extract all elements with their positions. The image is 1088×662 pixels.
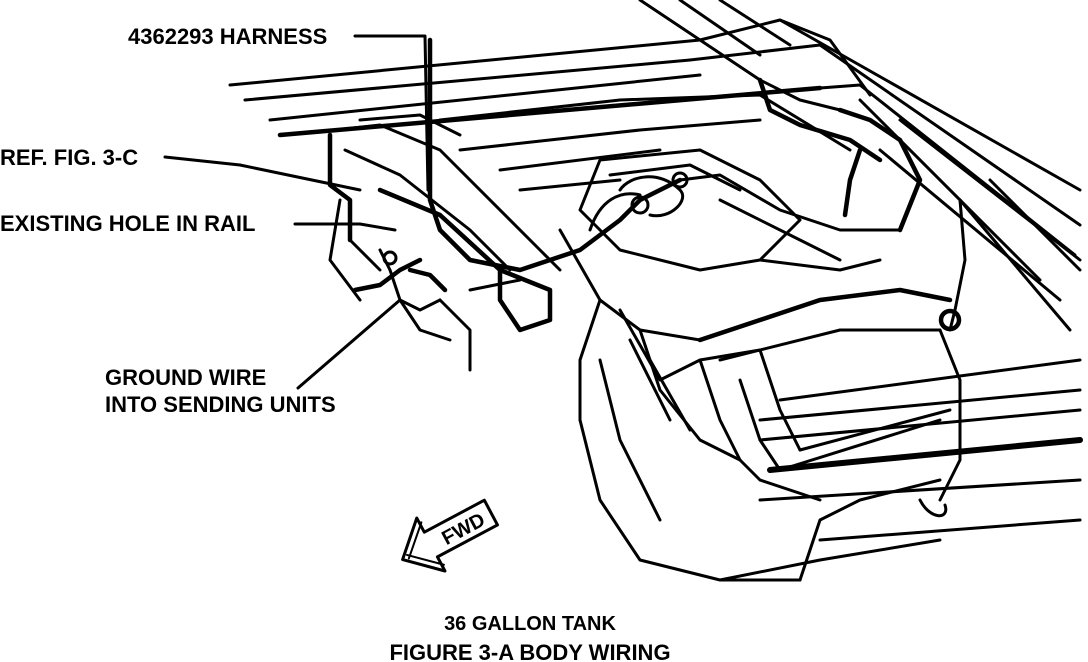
ground-wire-label-line1: GROUND WIRE	[105, 365, 266, 390]
figure-title: FIGURE 3-A BODY WIRING	[389, 640, 670, 662]
fuel-tank-body	[438, 93, 962, 582]
existing-hole-label: EXISTING HOLE IN RAIL	[0, 211, 255, 236]
ref-fig-label: REF. FIG. 3-C	[0, 145, 138, 170]
ground-wire-label-line2: INTO SENDING UNITS	[105, 392, 336, 417]
frame-rail-upper	[228, 0, 1082, 282]
body-panel-lower	[758, 358, 1083, 542]
fwd-direction-arrow: FWD	[401, 498, 499, 573]
figure-subtitle: 36 GALLON TANK	[444, 613, 616, 635]
callout-leaders	[163, 34, 430, 390]
harness-wire	[427, 37, 967, 332]
frame-rail-right	[878, 118, 1082, 332]
harness-label: 4362293 HARNESS	[128, 24, 327, 49]
left-rail-bracket	[327, 113, 562, 372]
